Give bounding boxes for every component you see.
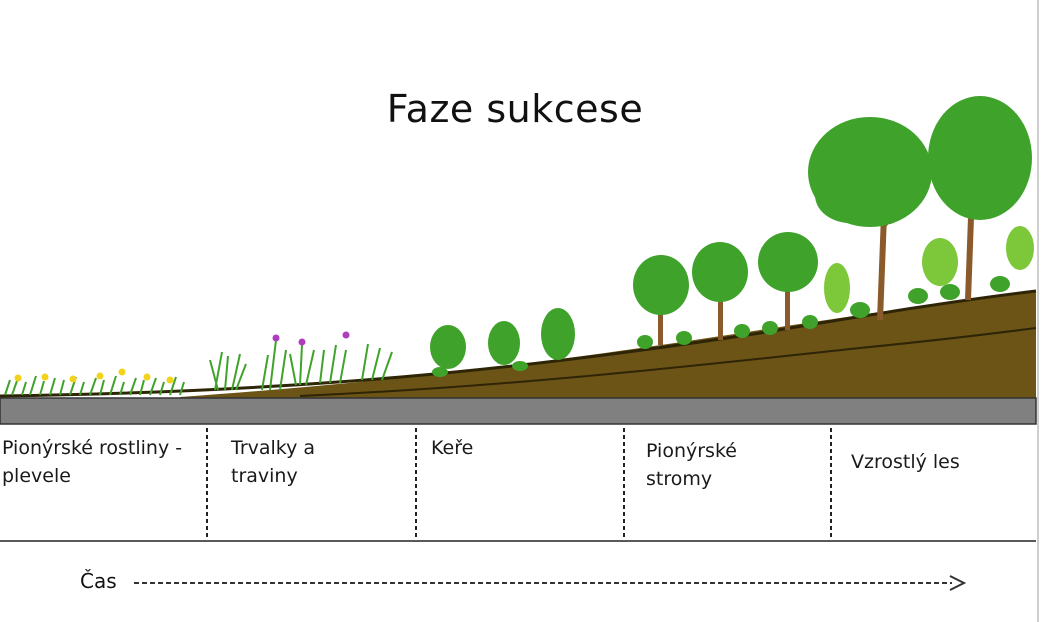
bedrock-bar [0, 397, 1037, 425]
stage-label-pioneer-plants: Pionýrské rostliny - plevele [2, 437, 183, 487]
perennial-flowers [272, 331, 350, 346]
weeds-group [4, 368, 185, 396]
shrubs-group [430, 308, 575, 377]
mature-forest-group [808, 96, 1034, 321]
time-arrow-head [949, 575, 967, 591]
time-axis-label: Čas [80, 569, 117, 593]
stage-label-perennials-grasses: Trvalky a traviny [231, 437, 316, 487]
diagram-title: Faze sukcese [386, 87, 644, 132]
stage-label-pioneer-trees: Pionýrské stromy [646, 440, 737, 490]
soil-layer [180, 291, 1036, 398]
grasses-group [209, 339, 393, 391]
pioneer-trees-group [633, 232, 850, 349]
stage-label-shrubs: Keře [431, 437, 474, 459]
soil-surface-line [0, 289, 1037, 398]
stage-label-mature-forest: Vzrostlý les [851, 451, 960, 473]
soil-inner-line [299, 327, 1037, 397]
